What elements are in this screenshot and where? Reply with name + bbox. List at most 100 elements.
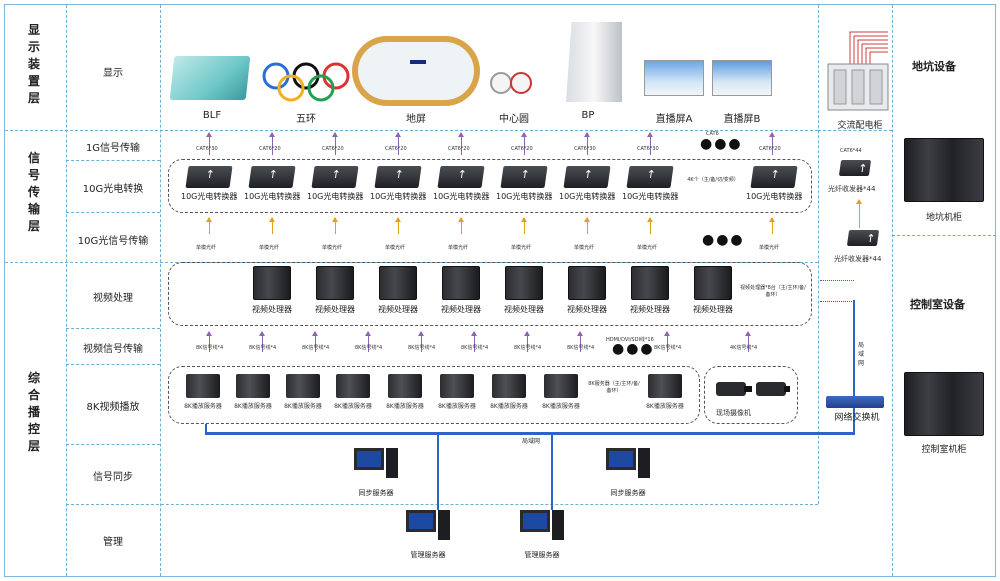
fiber-label: 单模光纤 bbox=[574, 245, 595, 251]
video-signal-arrow bbox=[524, 331, 530, 352]
optical-converter: 10G光电转换器 bbox=[559, 166, 615, 202]
lan-drop bbox=[437, 434, 439, 510]
cat6-note: CAT6*44 bbox=[840, 148, 862, 154]
lan-drop bbox=[205, 424, 207, 434]
video-processor-group bbox=[168, 262, 812, 326]
fiber-arrow bbox=[584, 217, 590, 234]
fiber-arrow bbox=[856, 199, 862, 228]
fiber-arrow bbox=[395, 217, 401, 234]
grid-line bbox=[160, 5, 161, 576]
signal-arrow bbox=[332, 132, 338, 155]
row-video-proc: 视频处理 bbox=[93, 293, 133, 304]
server-pc-icon bbox=[406, 510, 450, 540]
optical-converter: 10G光电转换器 bbox=[181, 166, 237, 202]
center-circle-icon bbox=[490, 72, 512, 94]
camera-icon bbox=[716, 382, 790, 396]
grid-line bbox=[818, 5, 819, 504]
sync-server: 同步服务器 bbox=[598, 446, 658, 498]
grid-line bbox=[66, 5, 67, 576]
signal-arrow bbox=[395, 132, 401, 155]
pit-rack bbox=[904, 138, 984, 202]
diagram-frame bbox=[4, 4, 996, 577]
video-processor: 视频处理器 bbox=[496, 266, 552, 315]
optical-converter: 10G光电转换器 bbox=[496, 166, 552, 202]
display-label-center: 中心圆 bbox=[499, 114, 529, 125]
fiber-label: 单模光纤 bbox=[637, 245, 658, 251]
optical-converter: 10G光电转换器 bbox=[433, 166, 489, 202]
video-signal-label: 8K信号线*4 bbox=[302, 345, 330, 351]
video-signal-label: 8K信号线*4 bbox=[654, 345, 682, 351]
server-pc-icon bbox=[606, 448, 650, 478]
grid-line bbox=[66, 504, 818, 505]
signal-arrow bbox=[521, 132, 527, 155]
signal-arrow bbox=[458, 132, 464, 155]
display-label-live-b: 直播屏B bbox=[723, 114, 761, 125]
optical-converter: 10G光电转换器 bbox=[622, 166, 678, 202]
server-pc-icon bbox=[520, 510, 564, 540]
video-signal-mid-note: HDMI/DVI/SDI线*16 bbox=[606, 337, 654, 343]
camera-group bbox=[704, 366, 798, 424]
grid-line bbox=[5, 130, 818, 131]
fiber-label: 单模光纤 bbox=[759, 245, 780, 251]
fiber-arrow bbox=[647, 217, 653, 234]
ellipsis-icon: ●●● bbox=[702, 232, 745, 248]
video-signal-arrow bbox=[365, 331, 371, 352]
optical-converter: 10G光电转换器 bbox=[370, 166, 426, 202]
lan-bus bbox=[205, 432, 855, 435]
grid-line bbox=[66, 160, 160, 161]
display-label-floor: 地屏 bbox=[406, 114, 426, 125]
cat6-label: CAT6*20 bbox=[259, 146, 281, 152]
transceiver-label: 光纤收发器*44 bbox=[828, 185, 876, 193]
lan-label-vertical: 局域网 bbox=[857, 342, 864, 367]
server-pc-icon bbox=[354, 448, 398, 478]
control-rack-label: 控制室机柜 bbox=[921, 445, 967, 455]
cat6-label: CAT6*20 bbox=[385, 146, 407, 152]
ellipsis-icon: ●●● bbox=[612, 341, 655, 357]
pdu-label: 交流配电柜 bbox=[837, 121, 883, 131]
video-signal-label: 8K信号线*4 bbox=[514, 345, 542, 351]
optical-converter: 10G光电转换器 bbox=[746, 166, 802, 202]
signal-arrow bbox=[269, 132, 275, 155]
grid-line bbox=[66, 364, 160, 365]
playback-server-group bbox=[168, 366, 700, 424]
video-signal-label: 8K信号线*4 bbox=[355, 345, 383, 351]
row-sync: 信号同步 bbox=[93, 472, 133, 483]
video-signal-right-note: 4K信号线*4 bbox=[730, 345, 758, 351]
video-signal-arrow bbox=[577, 331, 583, 352]
fiber-arrow bbox=[521, 217, 527, 234]
grid-line bbox=[66, 212, 160, 213]
lan-riser bbox=[853, 300, 855, 434]
playback-server: 8K播放服务器 bbox=[178, 374, 228, 410]
grid-line bbox=[66, 328, 160, 329]
playback-server: 8K播放服务器 bbox=[228, 374, 278, 410]
video-processor: 视频处理器 bbox=[685, 266, 741, 315]
sync-server: 同步服务器 bbox=[346, 446, 406, 498]
blf-screen bbox=[169, 56, 251, 100]
fiber-arrow bbox=[769, 217, 775, 234]
layer-display: 显示装置层 bbox=[27, 23, 40, 105]
olympic-rings-icon bbox=[262, 62, 350, 102]
cat6-label: CAT6*20 bbox=[759, 146, 781, 152]
camera-label: 现场摄像机 bbox=[716, 409, 751, 417]
row-signal-1g: 1G信号传输 bbox=[85, 143, 141, 154]
lan-drop bbox=[551, 434, 553, 510]
playback-server: 8K播放服务器 bbox=[278, 374, 328, 410]
cat6-label: CAT6*20 bbox=[322, 146, 344, 152]
grid-line bbox=[818, 130, 892, 131]
playback-server: 8K播放服务器 bbox=[536, 374, 586, 410]
cat6-label: CAT6*20 bbox=[448, 146, 470, 152]
video-processor: 视频处理器 bbox=[244, 266, 300, 315]
cat6-label: CAT6*30 bbox=[196, 146, 218, 152]
video-signal-label: 8K信号线*4 bbox=[249, 345, 277, 351]
video-processor: 视频处理器 bbox=[307, 266, 363, 315]
video-processor: 视频处理器 bbox=[433, 266, 489, 315]
video-signal-arrow bbox=[664, 331, 670, 352]
video-signal-label: 8K信号线*4 bbox=[567, 345, 595, 351]
converter-note: 4K个（主/备/切/变频） bbox=[687, 177, 739, 183]
row-video-signal: 视频信号传输 bbox=[83, 344, 143, 355]
signal-arrow bbox=[206, 132, 212, 155]
video-processor: 视频处理器 bbox=[559, 266, 615, 315]
video-signal-label: 8K信号线*4 bbox=[461, 345, 489, 351]
cat6-label: CAT6*30 bbox=[574, 146, 596, 152]
display-label-bp: BP bbox=[581, 110, 595, 121]
